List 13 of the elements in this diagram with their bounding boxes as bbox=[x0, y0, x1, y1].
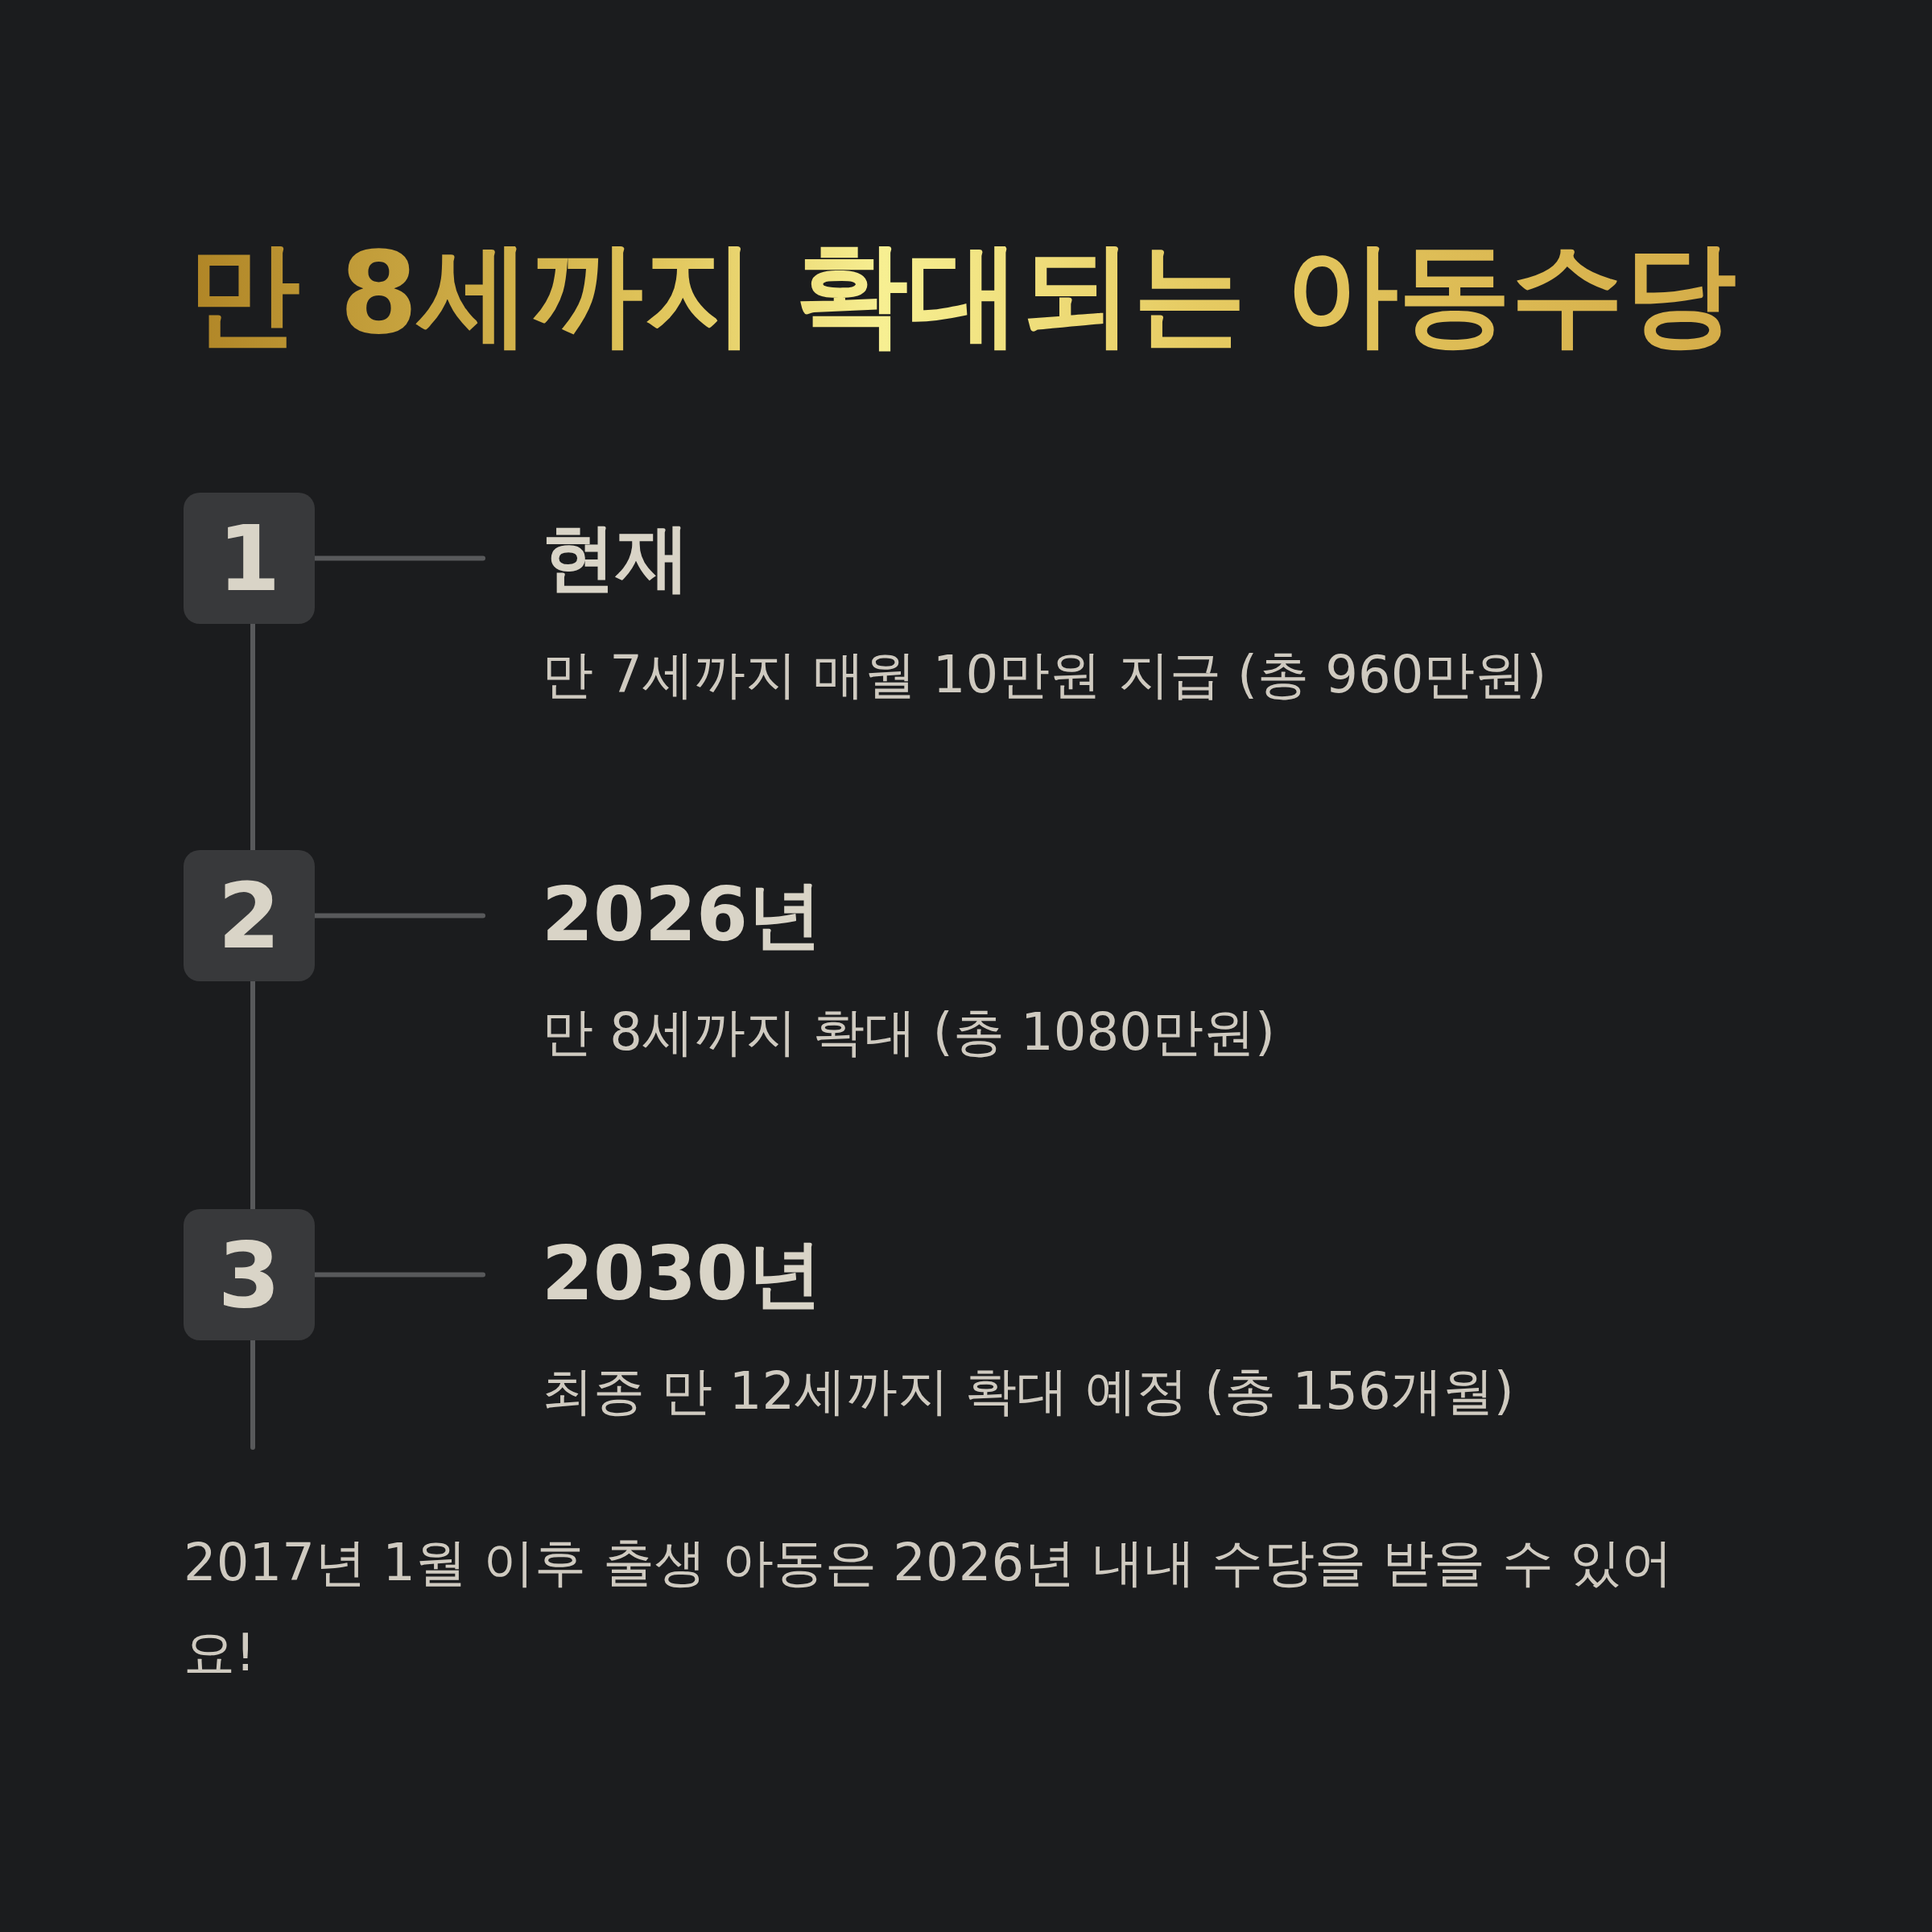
step-heading: 현재 bbox=[542, 514, 690, 602]
connector-line bbox=[250, 979, 255, 1212]
step-description: 만 7세까지 매월 10만원 지급 (총 960만원) bbox=[542, 644, 1547, 706]
footnote: 2017년 1월 이후 출생 아동은 2026년 내내 수당을 받을 수 있어요! bbox=[184, 1532, 1674, 1684]
step-description: 만 8세까지 확대 (총 1080만원) bbox=[542, 1001, 1275, 1063]
step-heading: 2030년 bbox=[542, 1230, 823, 1319]
connector-line bbox=[250, 621, 255, 852]
connector-line bbox=[250, 1338, 255, 1450]
step-description: 최종 만 12세까지 확대 예정 (총 156개월) bbox=[542, 1360, 1514, 1422]
step-heading: 2026년 bbox=[542, 871, 823, 960]
step-number-box: 2 bbox=[184, 850, 315, 981]
step-number-box: 3 bbox=[184, 1209, 315, 1340]
step-number-box: 1 bbox=[184, 493, 315, 624]
